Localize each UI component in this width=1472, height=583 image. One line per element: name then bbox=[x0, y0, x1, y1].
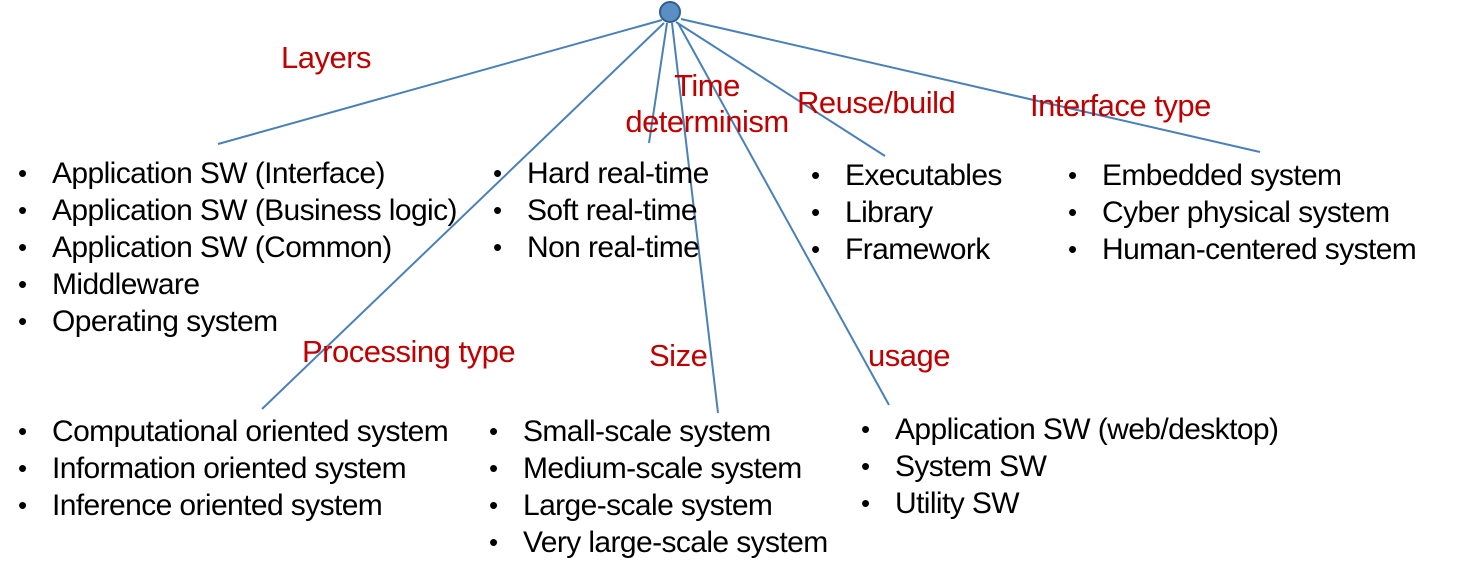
branch-list-size: Small-scale systemMedium-scale systemLar… bbox=[483, 413, 828, 561]
list-item[interactable]: Inference oriented system bbox=[12, 487, 448, 524]
list-item[interactable]: System SW bbox=[855, 448, 1278, 485]
edge-layers bbox=[217, 19, 663, 145]
list-item[interactable]: Very large-scale system bbox=[483, 524, 828, 561]
branch-label-time-determinism: Time determinism bbox=[625, 68, 789, 139]
list-item[interactable]: Application SW (Common) bbox=[12, 229, 457, 266]
list-item[interactable]: Small-scale system bbox=[483, 413, 828, 450]
branch-label-usage: usage bbox=[868, 338, 950, 373]
branch-list-reuse-build: ExecutablesLibraryFramework bbox=[805, 157, 1002, 268]
list-item[interactable]: Hard real-time bbox=[487, 155, 709, 192]
list-item[interactable]: Computational oriented system bbox=[12, 413, 449, 450]
list-item[interactable]: Framework bbox=[805, 231, 1002, 268]
list-item[interactable]: Application SW (Business logic) bbox=[12, 192, 458, 229]
list-item[interactable]: Medium-scale system bbox=[483, 450, 828, 487]
branch-list-usage: Application SW (web/desktop)System SWUti… bbox=[855, 411, 1279, 522]
list-item[interactable]: Cyber physical system bbox=[1062, 194, 1416, 231]
list-item[interactable]: Embedded system bbox=[1062, 157, 1416, 194]
branch-label-size: Size bbox=[649, 338, 708, 373]
list-item[interactable]: Large-scale system bbox=[483, 487, 828, 524]
list-item[interactable]: Middleware bbox=[12, 266, 457, 303]
list-item[interactable]: Operating system bbox=[12, 303, 457, 340]
list-item[interactable]: Human-centered system bbox=[1062, 231, 1417, 268]
branch-list-time-determinism: Hard real-timeSoft real-timeNon real-tim… bbox=[487, 155, 709, 266]
list-item[interactable]: Non real-time bbox=[487, 229, 709, 266]
list-item[interactable]: Application SW (web/desktop) bbox=[855, 411, 1279, 448]
list-item[interactable]: Utility SW bbox=[855, 485, 1278, 522]
list-item[interactable]: Information oriented system bbox=[12, 450, 448, 487]
list-item[interactable]: Soft real-time bbox=[487, 192, 709, 229]
branch-label-layers: Layers bbox=[281, 40, 372, 75]
list-item[interactable]: Executables bbox=[805, 157, 1002, 194]
branch-label-interface-type: Interface type bbox=[1030, 88, 1211, 123]
list-item[interactable]: Application SW (Interface) bbox=[12, 155, 457, 192]
list-item[interactable]: Library bbox=[805, 194, 1002, 231]
hub-node[interactable] bbox=[659, 1, 681, 23]
branch-label-reuse-build: Reuse/build bbox=[797, 85, 956, 120]
branch-list-processing-type: Computational oriented systemInformation… bbox=[12, 413, 449, 524]
branch-list-interface-type: Embedded systemCyber physical systemHuma… bbox=[1062, 157, 1417, 268]
branch-list-layers: Application SW (Interface)Application SW… bbox=[12, 155, 458, 340]
